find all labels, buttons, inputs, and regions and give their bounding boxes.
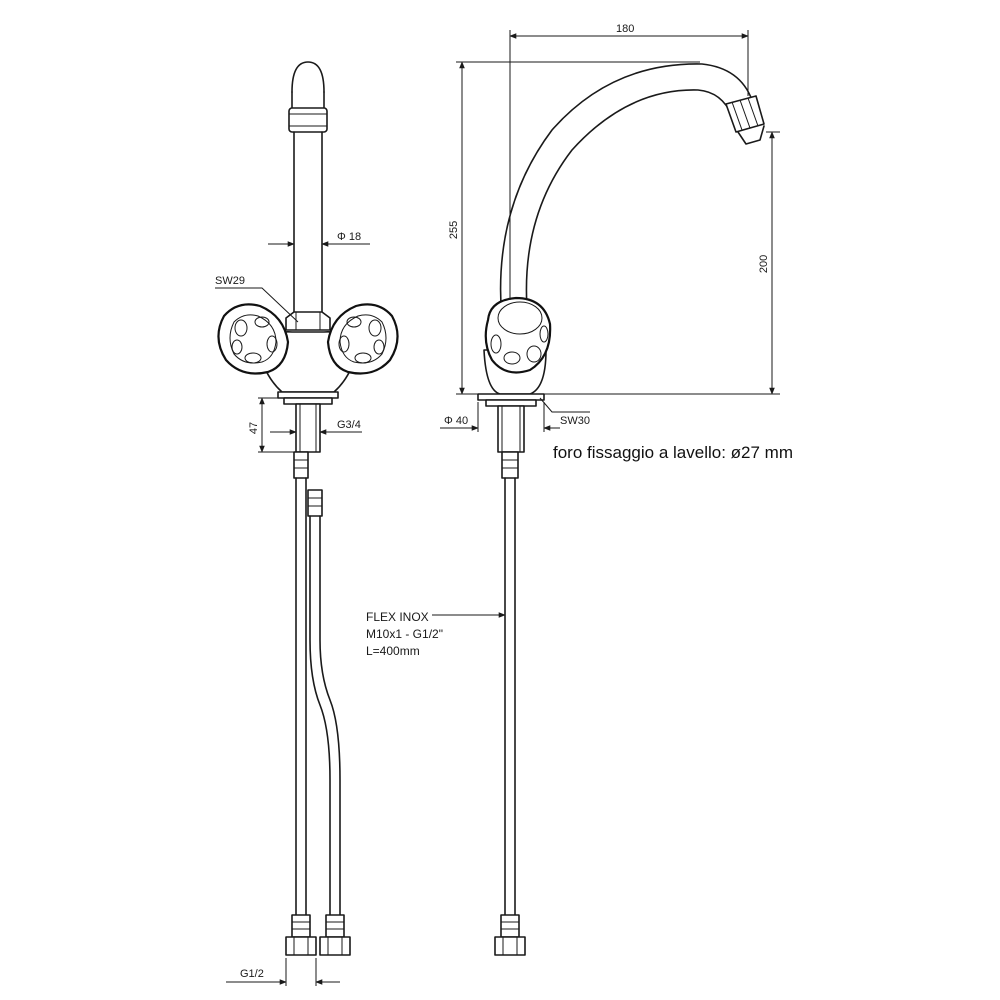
side-view: 180 255 200 Φ 40 SW30 foro fissaggio a l… (366, 23, 793, 956)
front-view: Φ 18 SW29 47 G3/4 G1/2 (215, 61, 399, 986)
base-diameter-label: Φ 40 (444, 415, 468, 427)
side-handle (484, 296, 552, 374)
spout-reach-label: 180 (616, 23, 634, 35)
hose-label-line2: M10x1 - G1/2" (366, 627, 443, 641)
spout-diameter-label: Φ 18 (337, 231, 361, 243)
spout-height-label: 200 (758, 255, 770, 273)
left-handle (217, 303, 290, 375)
right-handle (326, 303, 399, 375)
hose-label-line3: L=400mm (366, 644, 420, 658)
base-wrench-label: SW30 (560, 415, 590, 427)
body-wrench-label: SW29 (215, 275, 245, 287)
hose-label-line1: FLEX INOX (366, 610, 429, 624)
hose-thread-label: G1/2 (240, 968, 264, 980)
mounting-hole-note: foro fissaggio a lavello: ø27 mm (553, 443, 793, 462)
shank-length-label: 47 (248, 422, 260, 434)
total-height-label: 255 (448, 221, 460, 239)
base-thread-label: G3/4 (337, 419, 361, 431)
